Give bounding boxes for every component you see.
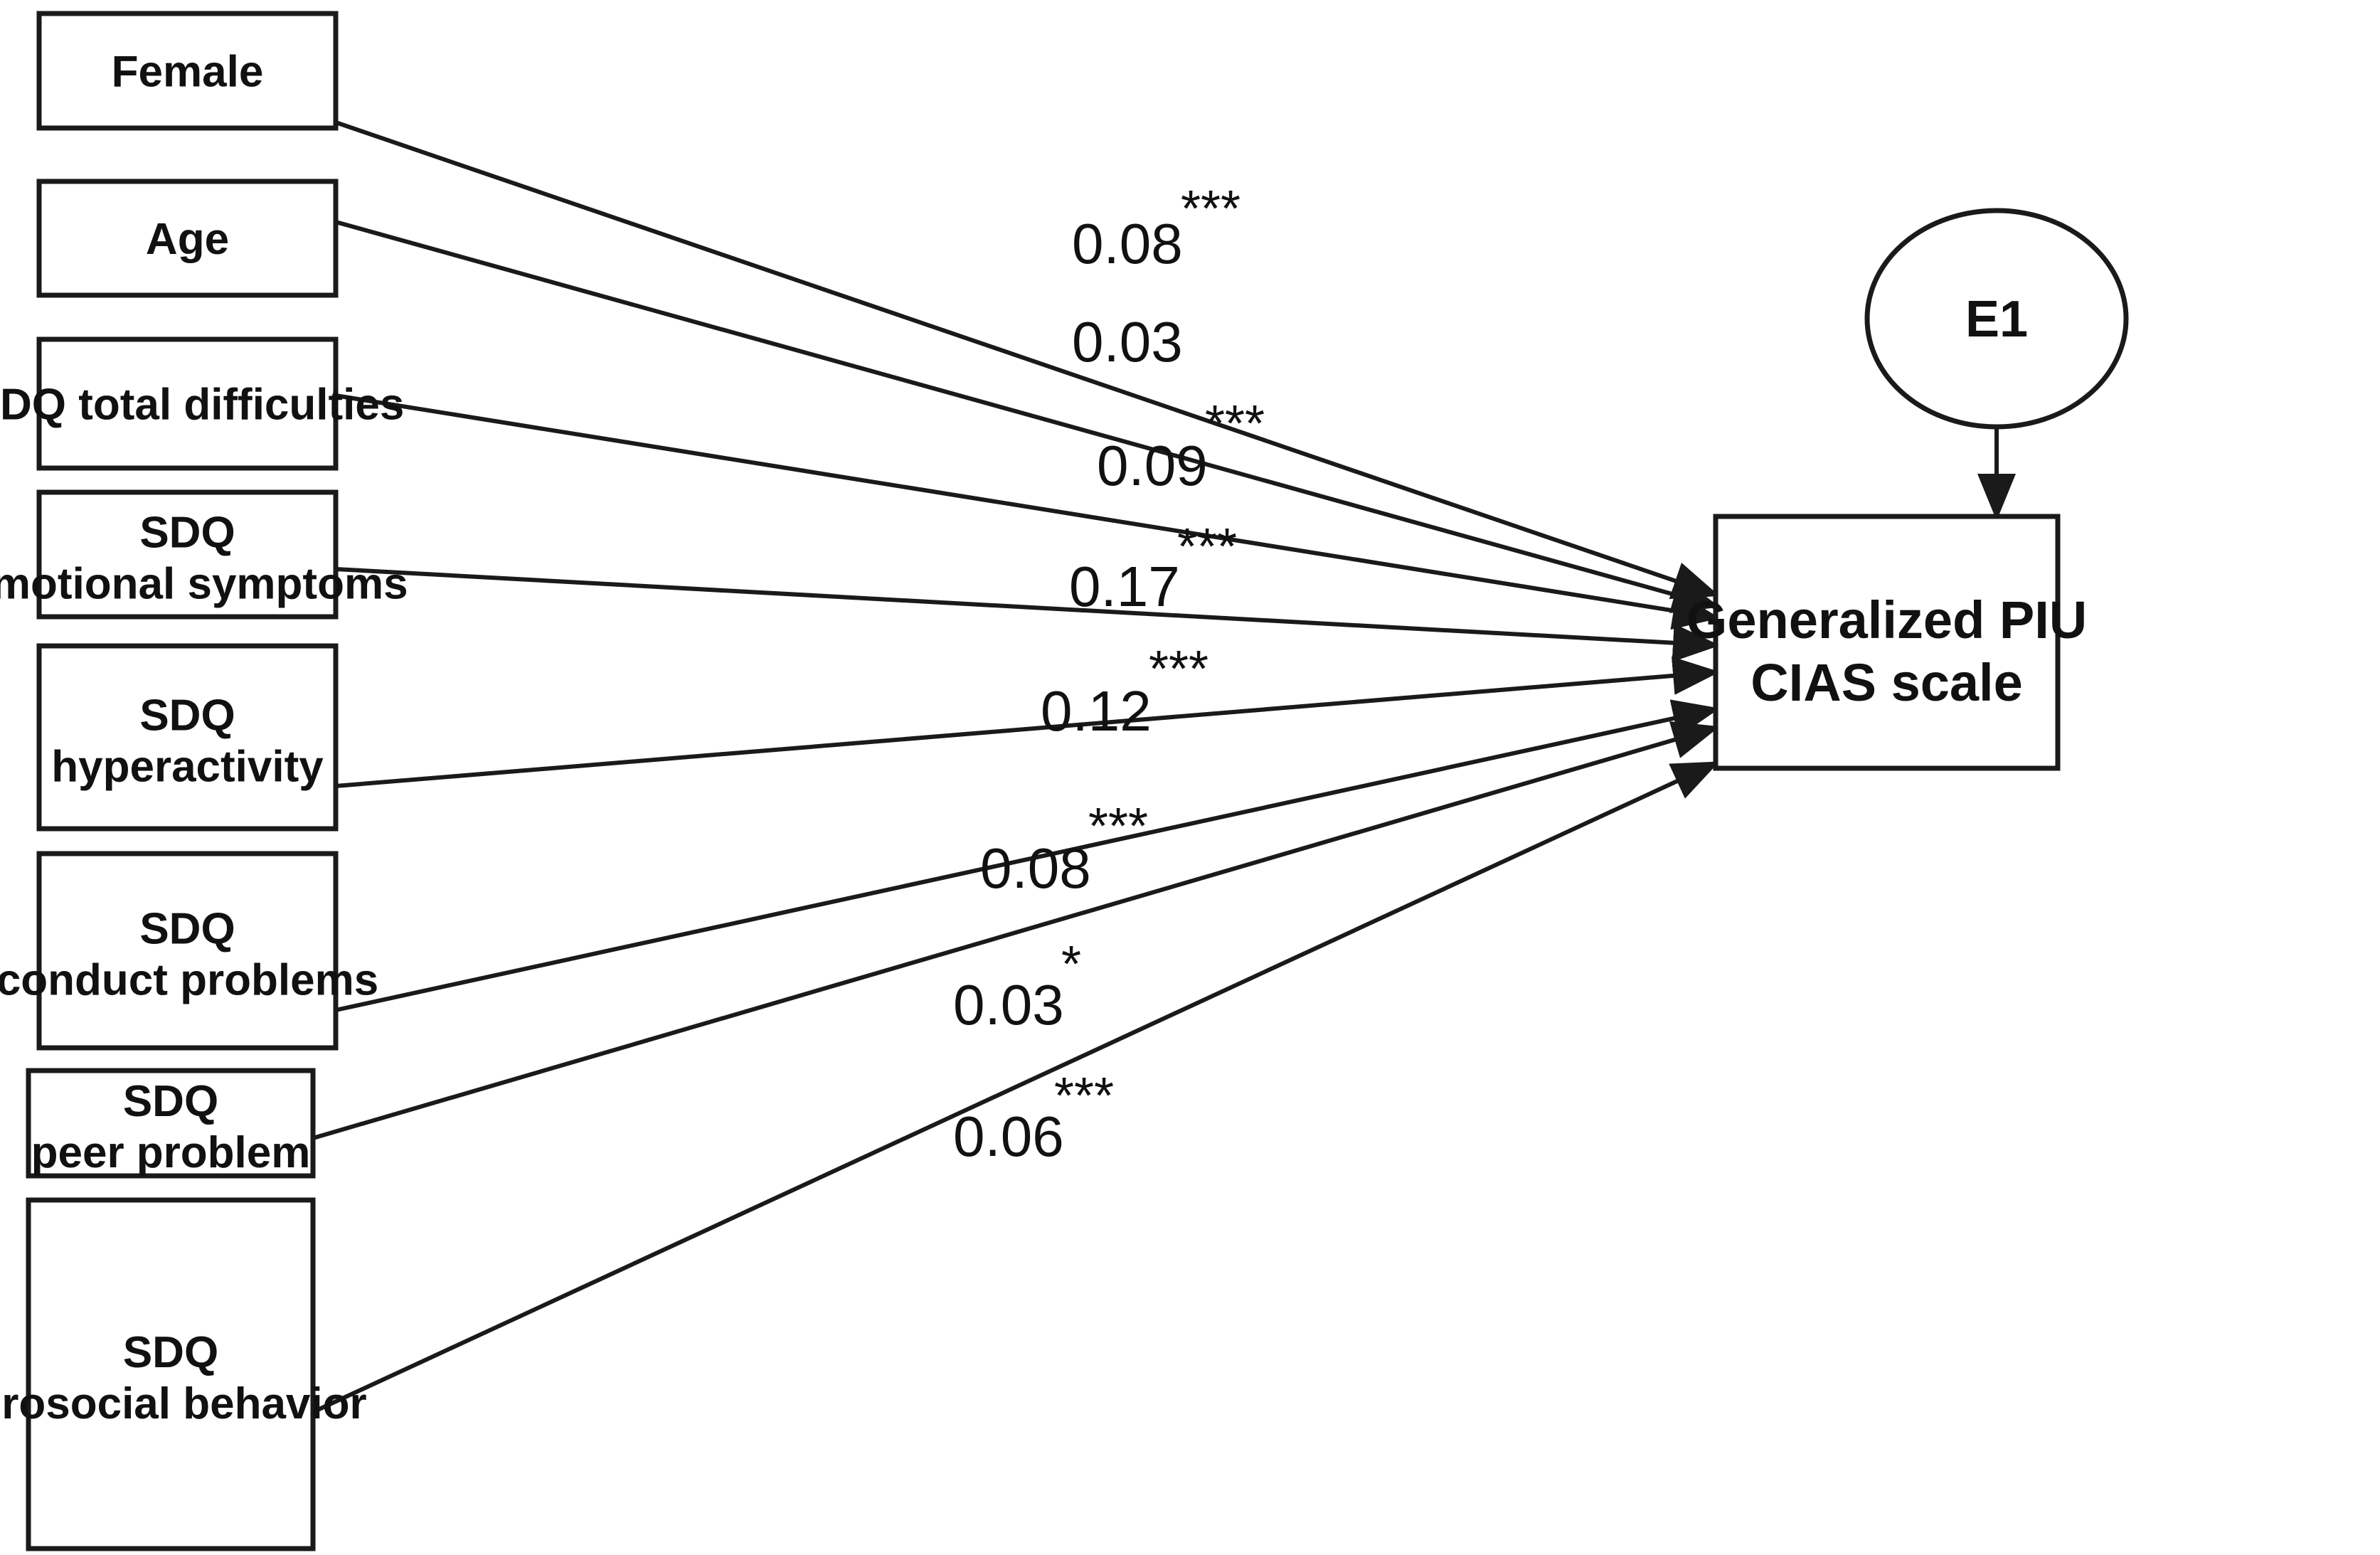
coefficient-value-1: 0.03 (1072, 310, 1183, 373)
path-arrow-group (312, 120, 1720, 1414)
significance-stars-4: *** (1149, 641, 1208, 698)
predictor-label-line1: Age (146, 215, 229, 264)
coefficient-value-0: 0.08 (1072, 212, 1183, 275)
predictor-label-line1: SDQ (123, 1328, 218, 1377)
predictor-label-line2: emotional symptoms (0, 560, 408, 609)
predictor-node-female[interactable]: Female (36, 11, 339, 131)
coefficient-value-2: 0.09 (1097, 434, 1208, 497)
path-arrow-5 (335, 699, 1720, 1012)
error-term-node[interactable]: E1 (1864, 208, 2129, 430)
coefficient-value-4: 0.12 (1041, 679, 1152, 743)
predictor-box-shape (36, 336, 339, 471)
predictor-label-line1: SDQ (139, 509, 235, 558)
significance-stars-3: *** (1177, 519, 1237, 575)
predictor-label-line2: hyperactivity (51, 743, 324, 792)
outcome-box-shape (1713, 514, 2061, 771)
predictor-label-line1: SDQ total difficulties (0, 381, 404, 430)
error-term-label: E1 (1965, 291, 2028, 348)
predictor-box-shape (26, 1068, 316, 1179)
predictor-box-shape (36, 11, 339, 131)
predictor-label-line1: SDQ (139, 691, 235, 741)
predictor-node-age[interactable]: Age (36, 179, 339, 298)
coefficient-value-7: 0.06 (953, 1105, 1064, 1168)
path-arrow-2 (335, 393, 1720, 630)
predictor-node-sdq-total[interactable]: SDQ total difficulties (0, 336, 404, 471)
path-arrow-1 (335, 220, 1720, 613)
path-arrow-0 (335, 120, 1720, 600)
predictor-label-line2: conduct problems (0, 956, 378, 1005)
coefficient-value-6: 0.03 (953, 973, 1064, 1036)
path-arrow-6 (312, 721, 1720, 1140)
significance-stars-5: *** (1088, 798, 1148, 855)
error-term-ellipse-shape (1864, 208, 2129, 430)
path-arrow-3 (335, 567, 1720, 662)
outcome-label-line2: CIAS scale (1751, 653, 2023, 712)
predictor-box-shape (36, 179, 339, 298)
significance-stars-0: *** (1181, 181, 1241, 238)
coefficient-value-3: 0.17 (1069, 555, 1180, 618)
predictor-label-line2: prosocial behavior (0, 1379, 367, 1428)
coefficient-label-group: 0.08***0.030.09***0.17***0.12***0.08***0… (953, 181, 1265, 1168)
predictor-box-shape (36, 851, 339, 1051)
predictor-box-shape (26, 1197, 316, 1551)
path-arrow-7 (312, 761, 1720, 1414)
predictor-label-line1: SDQ (139, 905, 235, 954)
significance-stars-7: *** (1054, 1068, 1114, 1125)
predictor-label-line2: peer problem (31, 1128, 311, 1177)
coefficient-value-5: 0.08 (980, 837, 1091, 900)
predictor-label-line1: Female (112, 48, 264, 97)
outcome-label-line1: Generalized PIU (1686, 590, 2087, 649)
predictor-box-shape (36, 489, 339, 620)
outcome-node[interactable]: Generalized PIU CIAS scale (1686, 514, 2087, 771)
significance-stars-6: * (1061, 936, 1081, 993)
predictor-label-line1: SDQ (123, 1077, 218, 1126)
predictor-box-shape (36, 643, 339, 832)
significance-stars-2: *** (1205, 396, 1265, 452)
path-arrow-4 (335, 657, 1720, 788)
